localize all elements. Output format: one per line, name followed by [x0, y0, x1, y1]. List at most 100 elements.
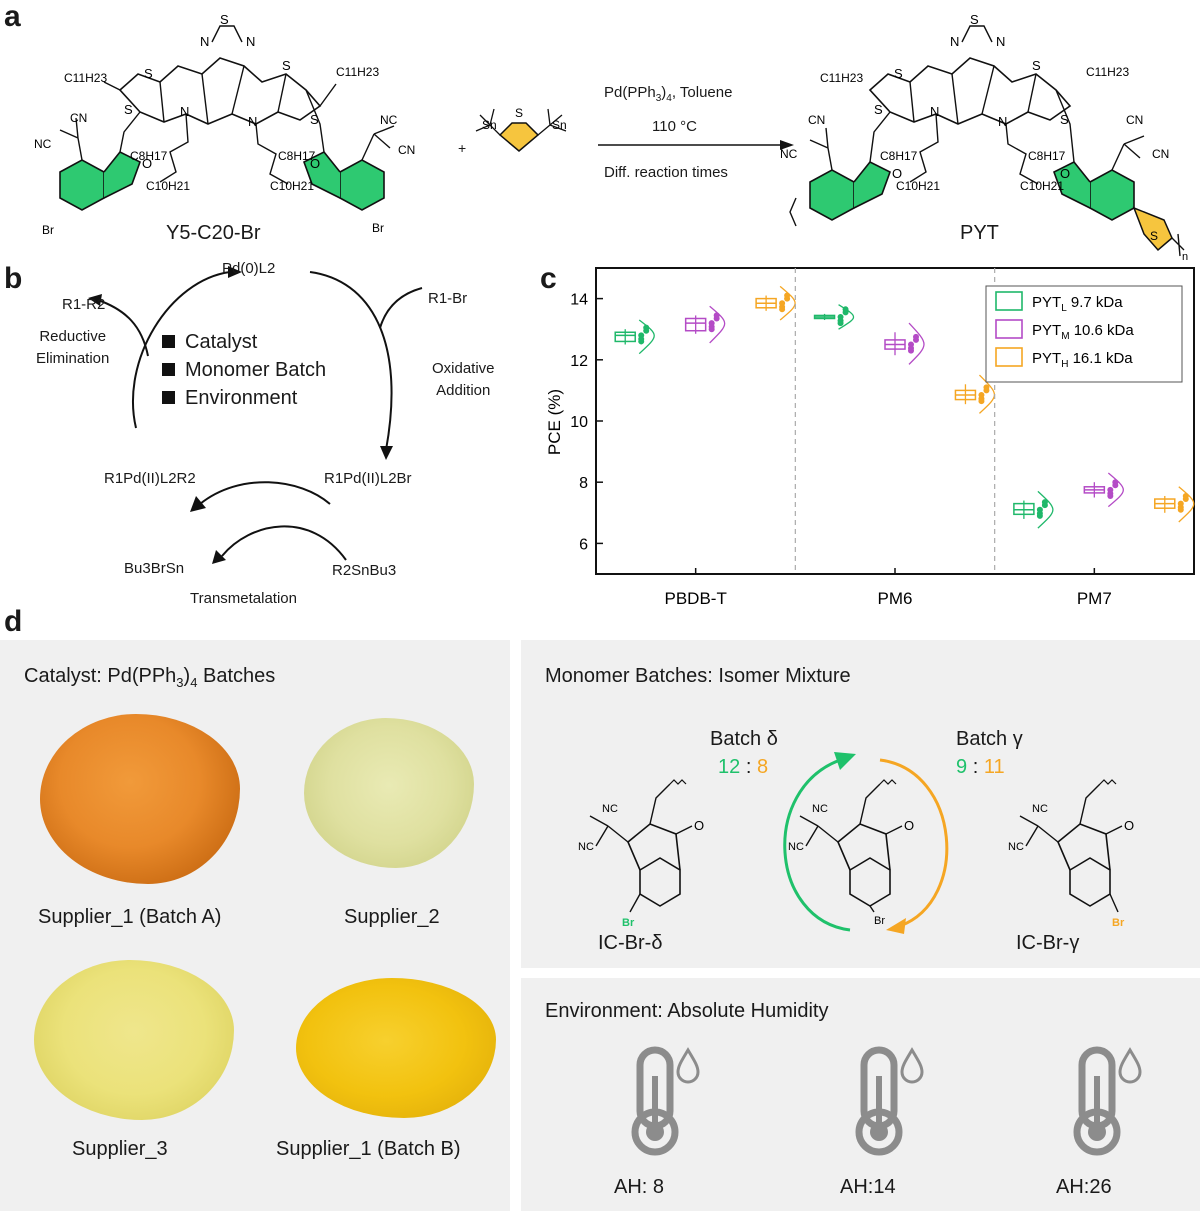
atom-o-left: O [142, 156, 152, 171]
atom-s-right-2: S [310, 112, 319, 127]
data-point [708, 326, 715, 333]
factor-item: Catalyst [162, 328, 326, 356]
distribution-curve [709, 305, 726, 344]
batch-gamma-label: Batch γ [956, 728, 1023, 750]
cycle-left-intermediate: R1Pd(II)L2R2 [104, 470, 196, 487]
product-core-rings [868, 57, 1072, 125]
atom-n-left-thiadiazole: N [200, 34, 209, 49]
y-tick-label: 10 [570, 414, 588, 431]
legend-swatch [995, 347, 1023, 367]
atom-n-right-thiadiazole: N [246, 34, 255, 49]
y-tick-label: 6 [579, 536, 588, 553]
legend-swatch [995, 319, 1023, 339]
distribution-curve [638, 319, 655, 355]
legend-label: PYTH 16.1 kDa [1032, 350, 1133, 370]
atom-o-right: O [310, 156, 320, 171]
catalyst-label: Supplier_1 (Batch A) [38, 906, 222, 928]
humidity-label: AH: 8 [614, 1176, 665, 1198]
label-c8h17-right: C8H17 [278, 149, 316, 163]
box-iqr [1013, 502, 1035, 516]
atom-s-right-1: S [282, 58, 291, 73]
iso-left-nc-bottom: NC [578, 841, 594, 853]
isomer-right-benzene [1069, 857, 1111, 907]
legend-label: PYTL 9.7 kDa [1032, 294, 1123, 314]
bridges [119, 89, 325, 153]
iso-left-nc-top: NC [602, 803, 618, 815]
left-cn-groups [59, 117, 83, 161]
product-atom-s-right-1: S [1032, 58, 1041, 73]
isomer-right-wavy [1099, 779, 1117, 785]
catalyst-title: Catalyst: Pd(PPh3)4 Batches [24, 665, 276, 690]
right-cn-groups [361, 125, 395, 161]
isomer-left-five-ring [627, 823, 681, 871]
iso-left-br: Br [622, 917, 635, 929]
iso-center-o: O [904, 818, 914, 833]
distribution-curve [908, 322, 925, 365]
atom-s-left-1: S [144, 66, 153, 81]
product-label-n: n [1182, 251, 1188, 263]
box-iqr [684, 317, 707, 332]
cycle-transmetalation: Transmetalation [190, 590, 297, 607]
product-right-green-ring [1089, 169, 1135, 221]
iso-center-nc-bottom: NC [788, 841, 804, 853]
reagent-temperature: 110 °C [652, 118, 697, 135]
product-atom-n-thiadiazole-right: N [996, 34, 1005, 49]
isomer-structures: NC NC O Br NC NC O Br NC NC O Br [578, 752, 1134, 934]
label-cn-left-top: CN [70, 111, 87, 125]
label-c11h23-right: C11H23 [336, 65, 379, 79]
catalyst-photo-supplier2 [304, 718, 474, 868]
catalyst-photo-supplier1-batch-b [296, 978, 496, 1118]
factor-item: Environment [162, 384, 326, 412]
label-nc-left: NC [34, 137, 52, 151]
cycle-bottom-left: Bu3BrSn [124, 560, 185, 577]
product-side-chains [909, 113, 1039, 185]
product-atom-o-right: O [1060, 166, 1070, 181]
product-label-c11h23-left: C11H23 [820, 71, 863, 85]
product-polymer-brackets [789, 197, 1185, 257]
product-atom-n-left: N [930, 104, 939, 119]
right-indanone-green-ring [339, 159, 385, 211]
product-atom-s-right-2: S [1060, 112, 1069, 127]
cycle-arrows [88, 266, 423, 564]
product-label-cn-right-top: CN [1126, 113, 1143, 127]
label-c11h23-left: C11H23 [64, 71, 107, 85]
product-label-cn-left: CN [808, 113, 825, 127]
batch-gamma-ratio: 9 : 11 [956, 756, 1005, 778]
cycle-left-product: R1-R2 [62, 296, 106, 313]
x-category-label: PM7 [1077, 589, 1112, 608]
label-c10h21-left: C10H21 [146, 179, 190, 193]
distribution-curve [838, 304, 855, 330]
green-cycle-arrow [783, 758, 851, 932]
atom-n-right: N [248, 114, 257, 129]
right-side-chain [255, 123, 289, 185]
core-inner-lines [159, 65, 287, 125]
product-right-five-ring [1053, 160, 1091, 209]
reagent-line-1: Pd(PPh3)4, Toluene [604, 84, 733, 104]
product-name: PYT [960, 222, 999, 244]
data-point [1041, 499, 1048, 506]
data-point [978, 398, 985, 405]
thermometer-icon [855, 1046, 924, 1156]
iso-right-nc-bottom: NC [1008, 841, 1024, 853]
product-atom-s-thiadiazole: S [970, 12, 979, 27]
atom-br-left: Br [42, 223, 54, 237]
label-c10h21-right: C10H21 [270, 179, 314, 193]
orange-arrow-head [886, 918, 906, 934]
data-point [837, 320, 844, 327]
factor-list: Catalyst Monomer Batch Environment [162, 328, 326, 412]
isomer-right-name: IC-Br-γ [1016, 932, 1080, 954]
cycle-right-intermediate: R1Pd(II)L2Br [324, 470, 412, 487]
y-tick-label: 8 [579, 475, 588, 492]
x-category-label: PM6 [878, 589, 913, 608]
environment-title: Environment: Absolute Humidity [545, 1000, 829, 1022]
top-alkyls [103, 81, 337, 107]
isomer-center-benzene [849, 857, 891, 907]
label-cn-right: CN [398, 143, 415, 157]
isomer-left-bonds [589, 783, 693, 913]
green-arrow-head [834, 752, 856, 770]
data-point [983, 384, 990, 391]
isomer-center-wavy [879, 779, 897, 785]
product-left-five-ring [853, 160, 891, 209]
chart-y-axis-label: PCE (%) [545, 389, 564, 455]
